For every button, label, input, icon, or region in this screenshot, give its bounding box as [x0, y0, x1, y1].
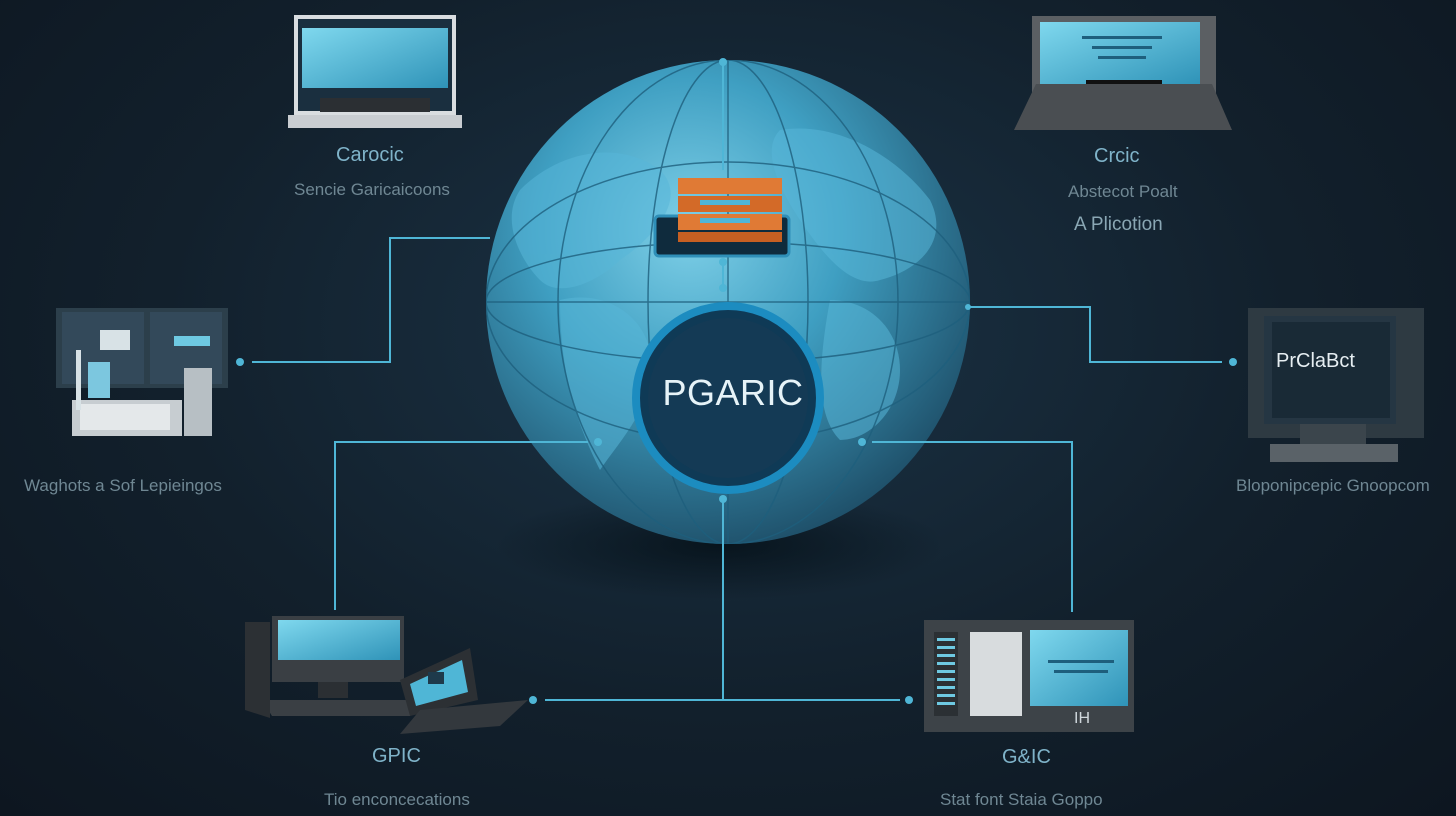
monitor-icon — [1014, 16, 1232, 130]
node-subtitle-bottom-left: Tio enconcecations — [324, 790, 470, 809]
node-subtitle-top-right-1: Abstecot Poalt — [1068, 182, 1178, 201]
monitor-icon — [1248, 308, 1424, 462]
server-rack-icon — [924, 620, 1134, 732]
node-label-mid-left: Waghots a Sof Lepieingos — [24, 476, 222, 495]
center-hub — [632, 302, 824, 494]
rack-label: IH — [1074, 710, 1090, 727]
center-hub-label: PGARIC — [662, 372, 804, 413]
node-label-mid-right: Bloponipcepic Gnoopcom — [1236, 476, 1430, 495]
node-title-top-left: Carocic — [336, 144, 404, 166]
connector-dots — [236, 258, 1237, 704]
node-title-bottom-left: GPIC — [372, 745, 421, 767]
node-title-top-right: Crcic — [1094, 145, 1140, 167]
node-subtitle-top-right-2: A Plicotion — [1074, 214, 1163, 235]
laptop-icon — [288, 15, 462, 128]
monitor-screen-title: PrClaBct — [1276, 350, 1355, 372]
node-subtitle-top-left: Sencie Garicaicoons — [294, 180, 450, 199]
node-title-bottom-right: G&IC — [1002, 746, 1051, 768]
computer-and-tablet-icon — [245, 616, 528, 734]
workstation-icon — [56, 308, 228, 436]
server-stack-icon — [653, 58, 791, 258]
node-subtitle-bottom-right: Stat font Staia Goppo — [940, 790, 1103, 809]
connector-lines — [252, 237, 1222, 701]
